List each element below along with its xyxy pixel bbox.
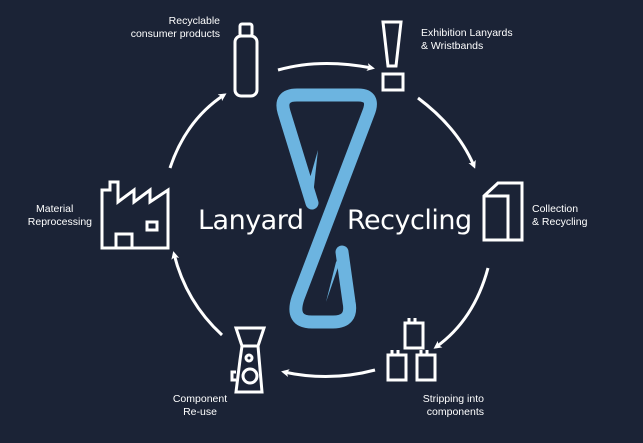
cycle-arrow-1	[277, 62, 375, 72]
factory-icon	[100, 180, 170, 250]
stage-label-5: Component Re-use	[160, 393, 240, 419]
logo-barb-top	[306, 150, 318, 205]
stage-label-4: Stripping into components	[408, 393, 484, 419]
stage-label-line: Material	[36, 203, 74, 215]
coffee-machine-icon	[230, 326, 267, 394]
stage-label-line: & Wristbands	[421, 40, 484, 52]
stage-label-line: Reprocessing	[27, 216, 92, 228]
stage-label-line: Recyclable	[168, 15, 220, 27]
stage-label-line: consumer products	[130, 28, 220, 40]
stage-label-line: Collection	[532, 203, 579, 215]
cycle-arrow-3	[433, 267, 490, 349]
stage-label-6: Material Reprocessing	[20, 203, 92, 229]
stage-label-line: Component	[172, 393, 228, 405]
cycle-arrow-4	[281, 368, 376, 378]
lanyard-clip-icon	[381, 20, 405, 92]
stage-label-line: Exhibition Lanyards	[421, 27, 513, 39]
title-lanyard: Lanyard	[198, 205, 304, 236]
logo-barb-bottom	[326, 250, 344, 302]
batteries-icon	[386, 318, 437, 382]
stage-label-2: Exhibition Lanyards & Wristbands	[421, 27, 513, 53]
lanyard-logo	[276, 88, 377, 329]
stage-label-1: Recyclable consumer products	[131, 15, 220, 41]
stage-label-3: Collection & Recycling	[532, 203, 587, 229]
cycle-arrow-6	[168, 93, 227, 169]
stage-label-line: components	[426, 406, 484, 418]
title-recycling: Recycling	[347, 205, 472, 236]
stage-label-line: Re-use	[183, 406, 217, 418]
cycle-arrow-2	[417, 96, 476, 169]
bottle-icon	[233, 22, 259, 98]
cycle-arrow-5	[171, 251, 224, 337]
stage-label-line: Stripping into	[422, 393, 484, 405]
stage-label-line: & Recycling	[532, 216, 588, 228]
recycling-bin-icon	[482, 181, 524, 242]
